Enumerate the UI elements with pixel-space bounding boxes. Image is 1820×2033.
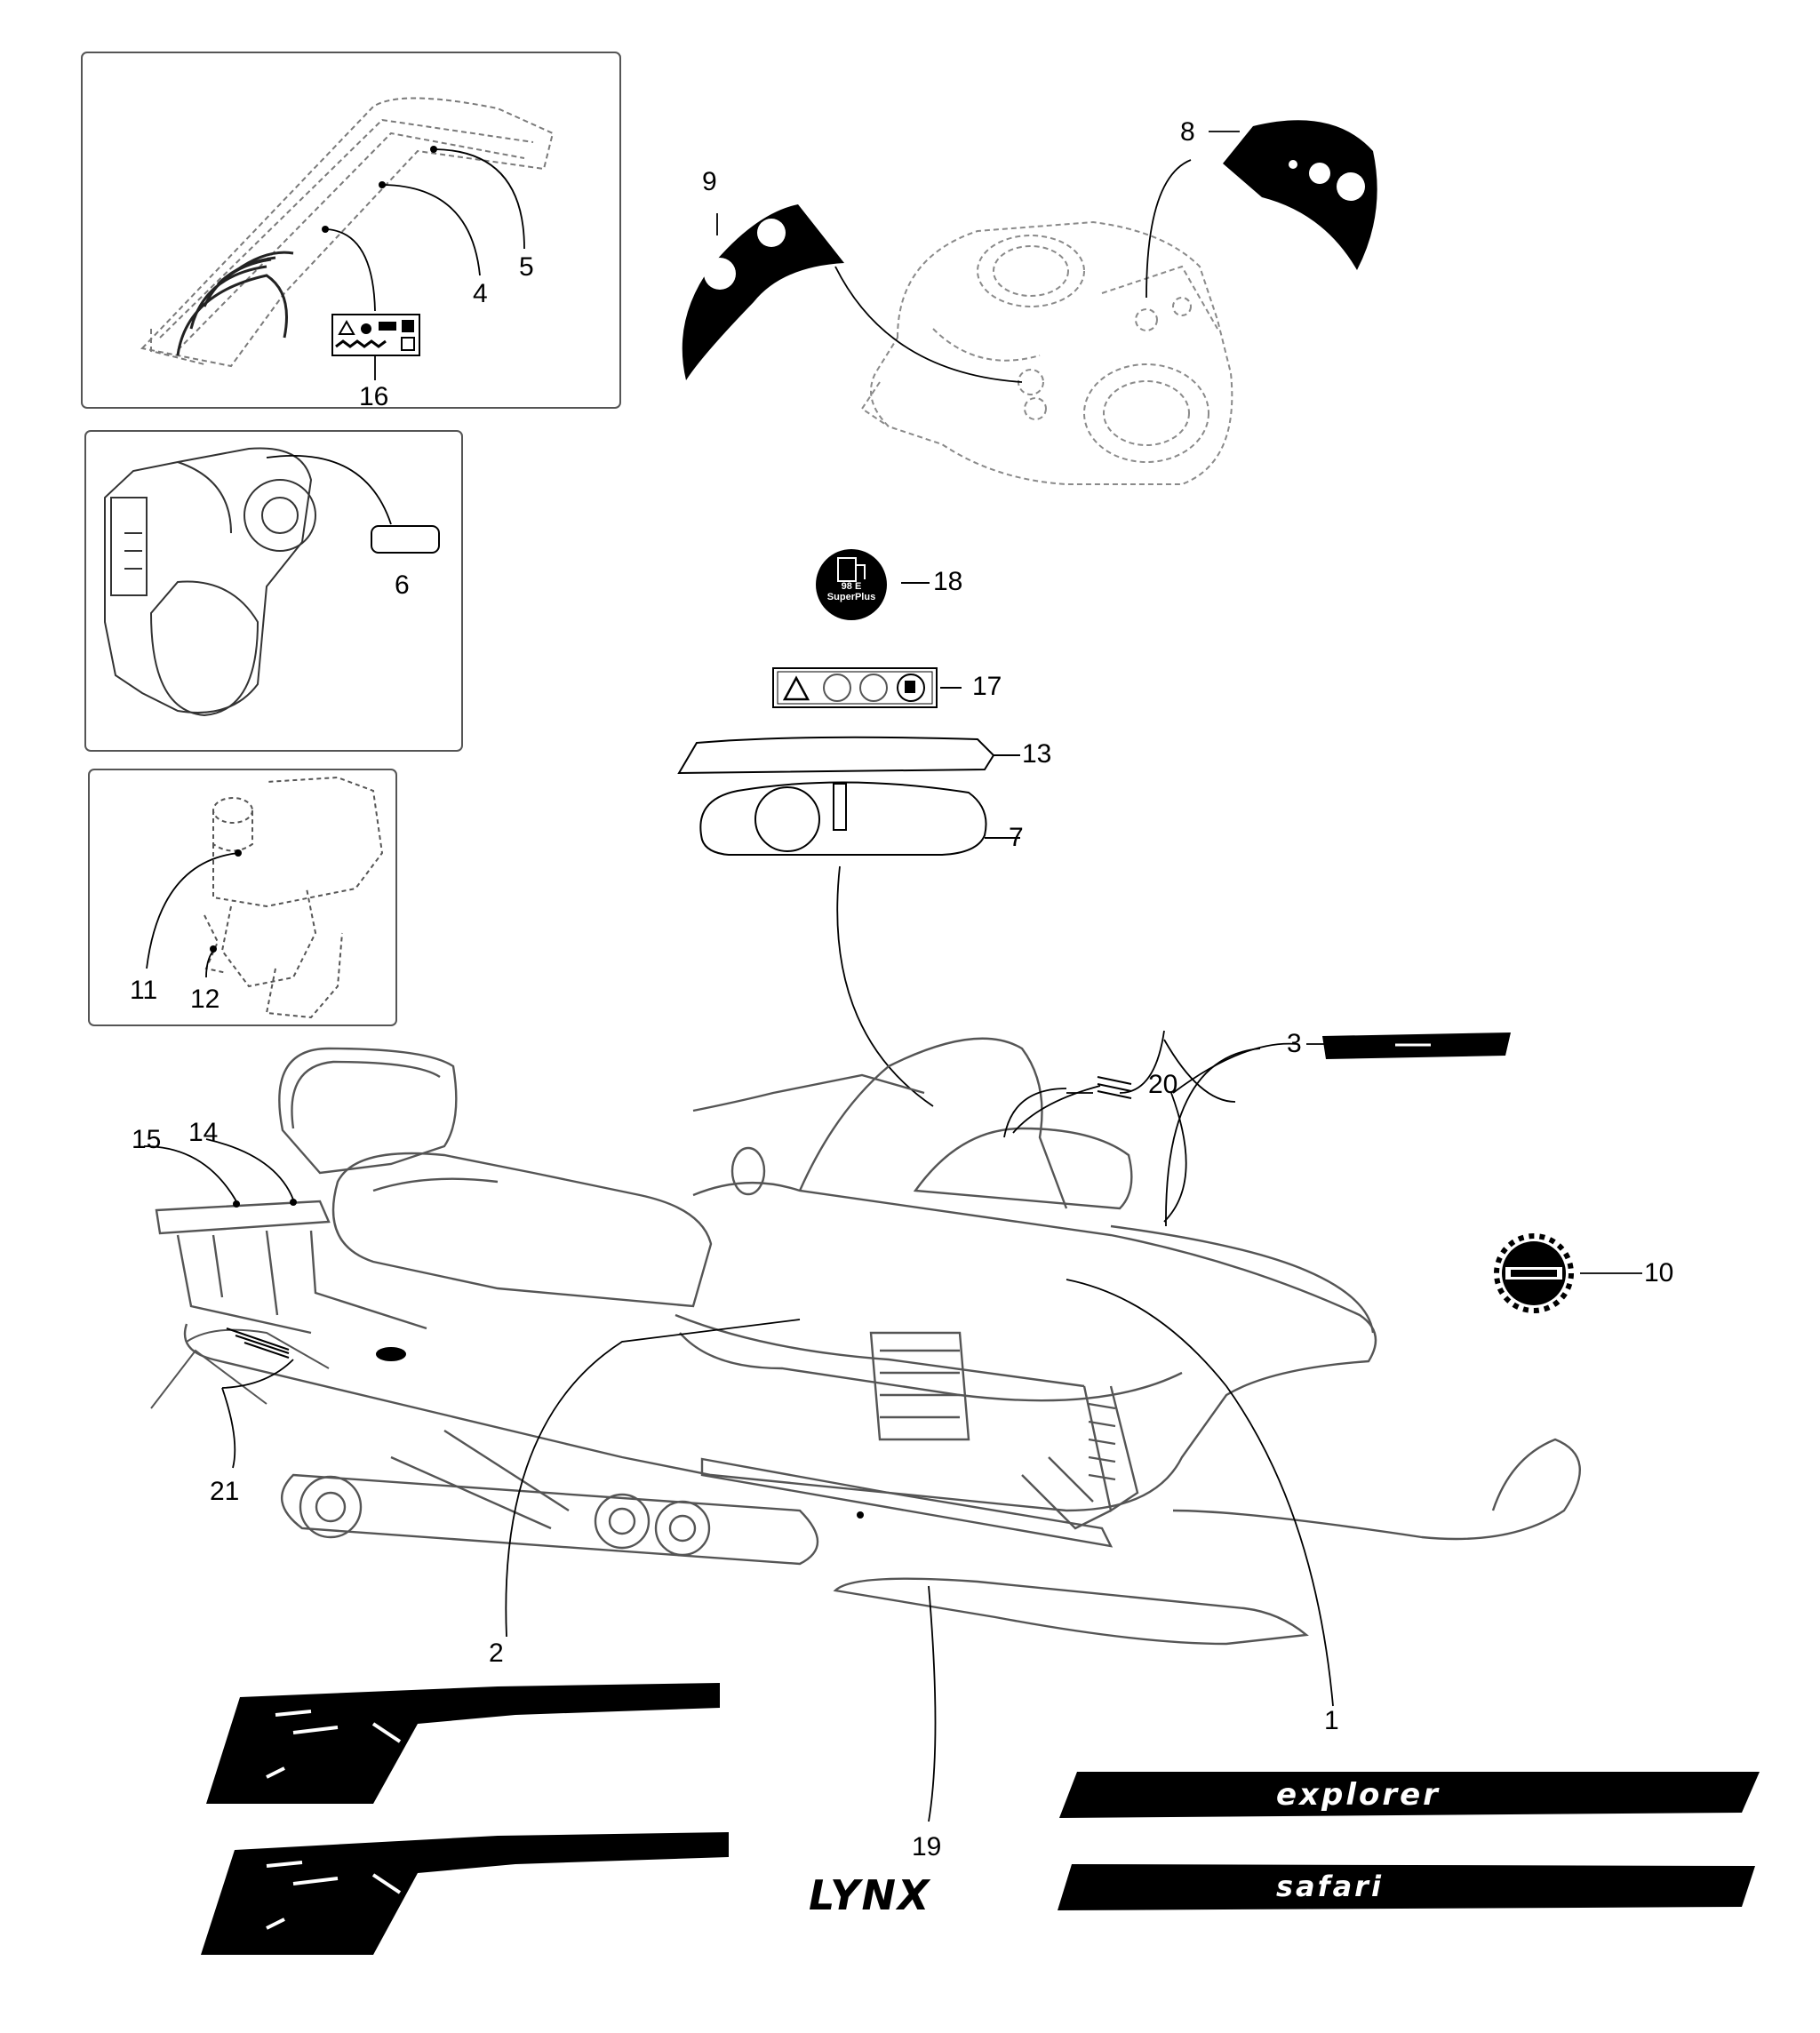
side-decal-upper — [206, 1683, 720, 1804]
inset-box-oil-tank — [88, 769, 397, 1026]
callout-14: 14 — [188, 1118, 219, 1147]
callout-3: 3 — [1287, 1029, 1302, 1058]
callout-12: 12 — [190, 985, 220, 1014]
explorer-decal-text: explorer — [1276, 1777, 1441, 1813]
callout-5: 5 — [519, 252, 534, 282]
callout-1: 1 — [1324, 1706, 1339, 1735]
callout-18: 18 — [933, 567, 963, 596]
seat-cover-illustration — [140, 97, 555, 368]
side-decal-lower — [201, 1832, 729, 1955]
instrument-panel-decal — [699, 781, 987, 856]
lynx-decal-text: LYNX — [809, 1871, 931, 1919]
leader-3 — [1165, 1048, 1261, 1227]
callout-17: 17 — [972, 672, 1002, 701]
belt-guard-illustration — [104, 447, 316, 717]
belt-guard-leader — [266, 454, 392, 525]
seat-leader-lines — [326, 148, 525, 380]
dash-decal-9 — [682, 204, 844, 380]
seat-leader-dots — [322, 146, 437, 233]
dash-decal-8 — [1223, 120, 1377, 270]
callout-10: 10 — [1644, 1258, 1674, 1288]
oil-tank-leaders — [146, 852, 239, 978]
fuel-grade: 98 E — [841, 581, 862, 592]
snowmobile-illustration — [155, 1037, 1581, 1646]
callout-16: 16 — [359, 382, 389, 411]
callout-19: 19 — [912, 1832, 942, 1862]
inset-box-belt-guard — [84, 430, 463, 752]
safari-decal-band — [1058, 1864, 1755, 1910]
callout-15: 15 — [132, 1125, 162, 1154]
rear-vent — [226, 1327, 406, 1361]
callout-6: 6 — [395, 570, 410, 600]
callout-4: 4 — [473, 279, 488, 308]
rear-flaps — [150, 1328, 330, 1409]
windshield-decal — [677, 736, 995, 775]
leader-20 — [1012, 1085, 1101, 1134]
callout-9: 9 — [702, 167, 717, 196]
callout-8: 8 — [1180, 117, 1195, 147]
vehicle-leader-dots — [233, 1199, 864, 1519]
callout-13: 13 — [1022, 739, 1052, 769]
callout-11: 11 — [130, 976, 158, 1005]
warning-pictogram-label-icon — [331, 314, 420, 356]
dashboard-console-illustration — [860, 220, 1233, 485]
oil-tank-illustration — [204, 776, 384, 1019]
callout-2: 2 — [489, 1638, 504, 1668]
callout-7: 7 — [1009, 823, 1024, 852]
warning-pictogram-strip-icon — [772, 667, 938, 708]
dashboard-leaders — [716, 131, 1240, 383]
gear-badge-icon — [1494, 1233, 1574, 1313]
explorer-decal-band — [1059, 1772, 1760, 1818]
vehicle-leaders — [143, 1030, 1642, 1822]
safari-decal-text: safari — [1276, 1870, 1384, 1903]
callout-20: 20 — [1148, 1070, 1178, 1099]
belt-guard-decal — [371, 525, 440, 554]
fuel-label-text: 98 E SuperPlus — [816, 581, 887, 602]
fuel-pump-icon — [816, 549, 887, 620]
instrument-panel-long-leader — [836, 865, 934, 1107]
callout-21: 21 — [210, 1477, 240, 1506]
fuel-name: SuperPlus — [826, 592, 876, 602]
hood-stripe-decal — [1322, 1032, 1511, 1059]
small-stripe-decal — [1097, 1076, 1132, 1099]
oil-tank-dots — [210, 849, 242, 953]
seat-ribs — [176, 251, 294, 356]
inset-box-seat — [81, 52, 621, 409]
